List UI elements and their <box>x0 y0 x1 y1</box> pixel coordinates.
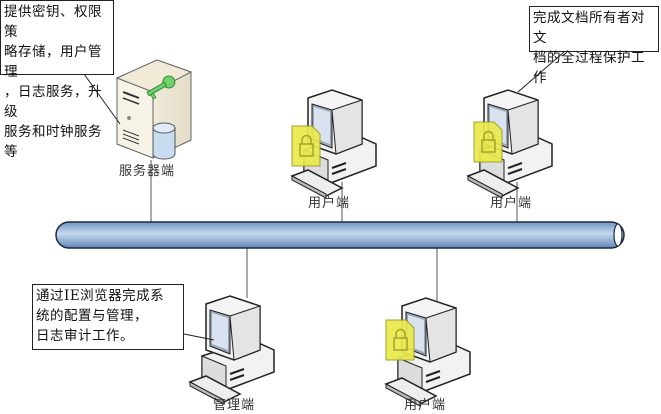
admin-callout-line: 通过IE浏览器完成系 <box>36 288 165 304</box>
user2-label: 用户端 <box>490 196 533 211</box>
user3-label: 用户端 <box>404 398 447 413</box>
database-icon <box>152 122 176 160</box>
network-bus <box>55 221 625 249</box>
user1-label: 用户端 <box>308 196 351 211</box>
server-callout-line: 提供密钥、权限策 <box>4 4 102 40</box>
server-label: 服务器端 <box>119 164 176 179</box>
user2-callout-pointer <box>517 51 565 93</box>
server-callout-line: 服务和时钟服务等 <box>4 124 102 160</box>
admin-callout-line: 日志审计工作。 <box>36 328 134 344</box>
user1-lock-document-icon <box>291 125 321 167</box>
admin-label: 管理端 <box>213 398 256 413</box>
user3-lock-document-icon <box>385 319 415 361</box>
user2-callout-line: 档的全过程保护工作 <box>533 50 645 86</box>
user2-callout: 完成文档所有者对文 档的全过程保护工作 <box>529 6 659 86</box>
user2-callout-line: 完成文档所有者对文 <box>533 10 645 46</box>
user2-lock-document-icon <box>473 121 503 163</box>
admin-callout: 通过IE浏览器完成系 统的配置与管理， 日志审计工作。 <box>32 284 184 350</box>
server-callout: 提供密钥、权限策 略存储，用户管理 ，日志服务，升级 服务和时钟服务等 <box>0 0 114 160</box>
server-callout-line: ，日志服务，升级 <box>4 84 102 120</box>
server-callout-pointer <box>83 73 121 125</box>
admin-computer-icon <box>189 295 275 405</box>
server-callout-line: 略存储，用户管理 <box>4 44 102 80</box>
admin-callout-line: 统的配置与管理， <box>36 308 148 324</box>
admin-callout-pointer <box>183 333 215 341</box>
key-icon <box>146 75 176 100</box>
